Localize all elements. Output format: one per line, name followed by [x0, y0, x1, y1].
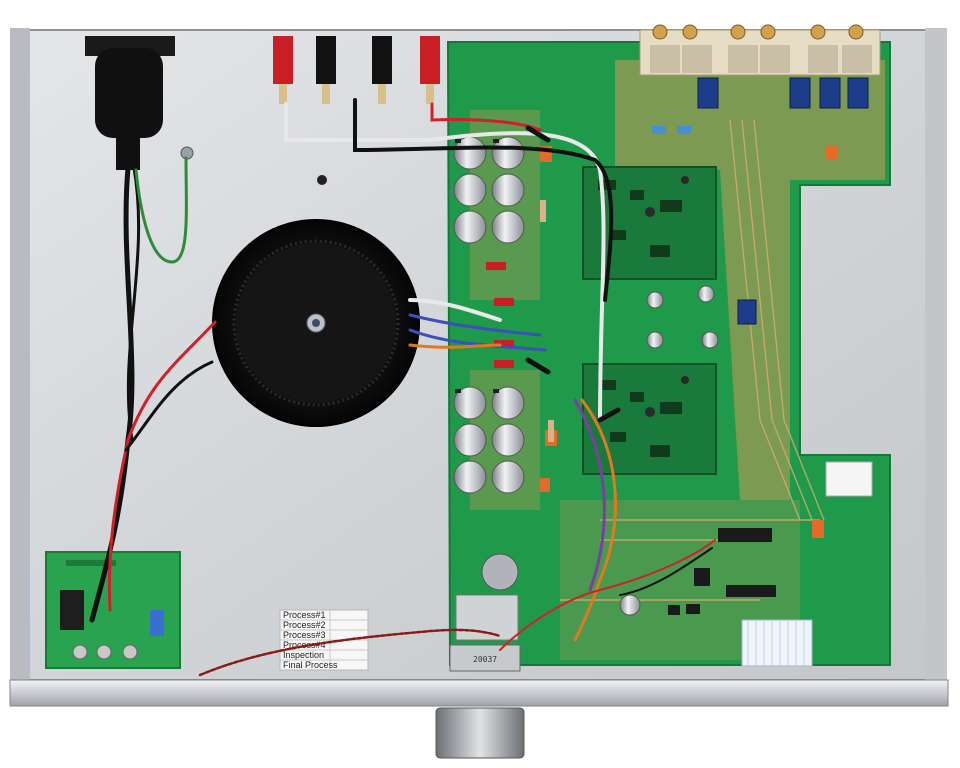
volume-potentiometer: 20037	[449, 553, 521, 672]
chassis-right-wall	[925, 28, 947, 683]
process-row-5: Inspection	[283, 650, 324, 660]
board-sticker	[825, 461, 873, 497]
rca-input-jacks	[639, 24, 881, 76]
input-relays	[697, 77, 869, 325]
process-row-6: Final Process	[283, 660, 338, 670]
wiring	[89, 98, 716, 677]
chassis-hole	[317, 175, 327, 185]
process-row-2: Process#2	[283, 620, 326, 630]
chassis-left-wall	[10, 28, 30, 683]
process-row-1: Process#1	[283, 610, 326, 620]
volume-knob	[435, 707, 525, 759]
filter-capacitors	[453, 136, 719, 616]
rectifier-diodes	[486, 262, 514, 368]
serial-label: 20037	[473, 655, 497, 664]
toroidal-transformer	[212, 219, 420, 427]
control-ics	[668, 528, 776, 615]
speaker-binding-posts	[273, 36, 440, 104]
process-row-3: Process#3	[283, 630, 326, 640]
power-supply-board	[45, 551, 181, 669]
mains-inlet	[85, 36, 175, 170]
ribbon-cable	[741, 619, 813, 667]
front-panel	[9, 679, 949, 707]
process-sheet: Process#1 Process#2 Process#3 Process#4 …	[279, 609, 369, 671]
